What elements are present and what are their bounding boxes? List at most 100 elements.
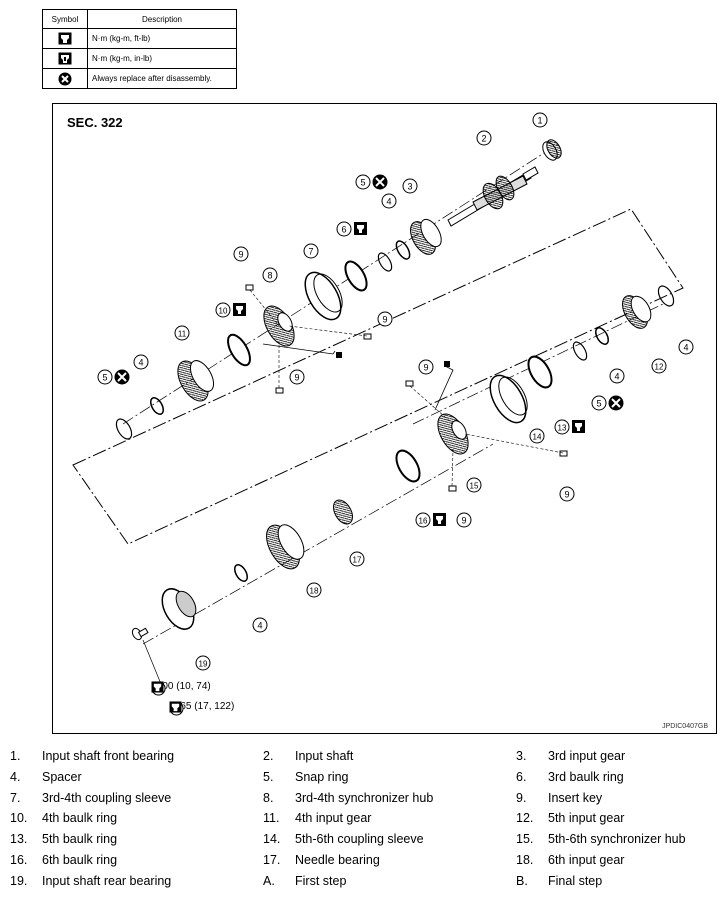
part-number: 13.: [10, 832, 28, 847]
torque-inlb-icon: [572, 420, 585, 433]
fifth-baulk-ring: [527, 355, 553, 389]
spacer-mid: [595, 327, 609, 345]
callout-5: 5: [97, 369, 130, 385]
insert-key-3: [275, 387, 284, 394]
callout-9: 9: [418, 359, 434, 375]
part-number: 6.: [516, 769, 527, 784]
torque-b-value: 165 (17, 122): [174, 701, 235, 712]
callout-label: 9: [382, 315, 387, 325]
callout-7: 7: [303, 243, 319, 259]
torque-spec-a: A : 100 (10, 74): [151, 681, 211, 696]
part-name: Snap ring: [295, 769, 349, 784]
part-number: 16.: [10, 853, 28, 867]
callout-label: 13: [558, 424, 567, 433]
hub-bracket-top: [262, 343, 336, 355]
insert-key-5: [559, 450, 568, 457]
input-shaft: [447, 166, 539, 227]
spacer-left: [150, 397, 164, 415]
callout-label: 5: [102, 373, 107, 383]
sixth-input-gear: [266, 524, 305, 570]
callout-label: 19: [199, 660, 208, 669]
part-number: 4.: [10, 769, 21, 784]
part-number: 2.: [263, 749, 274, 763]
part-name: 6th input gear: [548, 853, 625, 867]
snap-ring-left: [115, 418, 133, 440]
replace-icon: [608, 395, 624, 411]
torque-inlb-icon: [354, 222, 367, 235]
callout-5: 5: [591, 395, 624, 411]
key-leaders-low: [409, 385, 564, 487]
legend-row-2-symbol: [42, 48, 88, 69]
part-number: 10.: [10, 811, 28, 826]
part-name: 6th baulk ring: [42, 853, 118, 867]
callout-4: 4: [133, 354, 149, 370]
part-number: 9.: [516, 790, 527, 805]
torque-ftlb-icon: [58, 32, 72, 45]
callout-label: 6: [341, 225, 346, 235]
needle-bearing: [333, 499, 353, 525]
part-number: 11.: [263, 811, 280, 826]
figure-code: JPDIC0407GB: [662, 723, 708, 730]
spacer-top: [395, 240, 411, 260]
callout-label: 4: [138, 358, 143, 368]
part-name: Needle bearing: [295, 853, 380, 867]
torque-leader: [142, 639, 162, 685]
callout-label: 3: [407, 182, 412, 192]
third-fourth-coupling-sleeve: [304, 271, 343, 321]
callout-label: 2: [481, 134, 486, 144]
torque-inlb-icon: [58, 52, 72, 65]
callout-12: 12: [651, 358, 667, 374]
callout-9: 9: [456, 512, 472, 528]
callout-19: 19: [195, 655, 211, 671]
callout-15: 15: [466, 477, 482, 493]
callout-6: 6: [336, 221, 367, 237]
callout-13: 13: [554, 419, 585, 435]
part-number: 7.: [10, 790, 21, 805]
part-number: 17.: [263, 853, 281, 867]
callout-18: 18: [306, 582, 322, 598]
key-leaders-top: [249, 289, 368, 388]
part-number: 8.: [263, 790, 274, 805]
callout-label: 15: [470, 482, 479, 491]
callout-label: 14: [533, 433, 542, 442]
callout-10: 10: [215, 302, 246, 318]
callout-4: 4: [381, 193, 397, 209]
callout-9: 9: [559, 486, 575, 502]
part-name: 4th baulk ring: [42, 811, 118, 826]
fifth-sixth-coupling-sleeve: [489, 374, 528, 424]
callout-label: 11: [178, 330, 187, 339]
callout-label: 12: [655, 363, 664, 372]
legend-header-symbol: Symbol: [42, 9, 88, 29]
callout-5: 5: [355, 174, 388, 190]
fourth-baulk-ring: [227, 333, 251, 367]
insert-key-4: [405, 380, 414, 387]
replace-icon: [58, 72, 72, 85]
insert-key-6: [448, 485, 457, 492]
part-number: 12.: [516, 811, 534, 826]
shaft-centerline-mid: [412, 303, 664, 425]
part-number: A.: [263, 873, 275, 888]
insert-key-2: [363, 333, 372, 340]
hub-bracket-low: [434, 365, 454, 411]
callout-14: 14: [529, 428, 545, 444]
callout-11: 11: [174, 325, 190, 341]
callout-label: 9: [564, 490, 569, 500]
callout-label: 1: [537, 116, 542, 126]
callout-label: 18: [310, 587, 319, 596]
fifth-input-gear: [622, 295, 652, 329]
replace-icon: [372, 174, 388, 190]
third-baulk-ring: [344, 260, 368, 292]
callout-label: 7: [308, 247, 313, 257]
callout-4: 4: [252, 617, 268, 633]
legend-row-3-symbol: [42, 68, 88, 89]
replace-icon: [114, 369, 130, 385]
callout-label: 10: [219, 307, 228, 316]
callout-label: 5: [596, 399, 601, 409]
snap-ring-mid: [572, 341, 588, 361]
third-input-gear: [410, 218, 442, 255]
callout-label: 5: [360, 178, 365, 188]
callout-9: 9: [233, 246, 249, 262]
callout-label: 17: [353, 556, 362, 565]
